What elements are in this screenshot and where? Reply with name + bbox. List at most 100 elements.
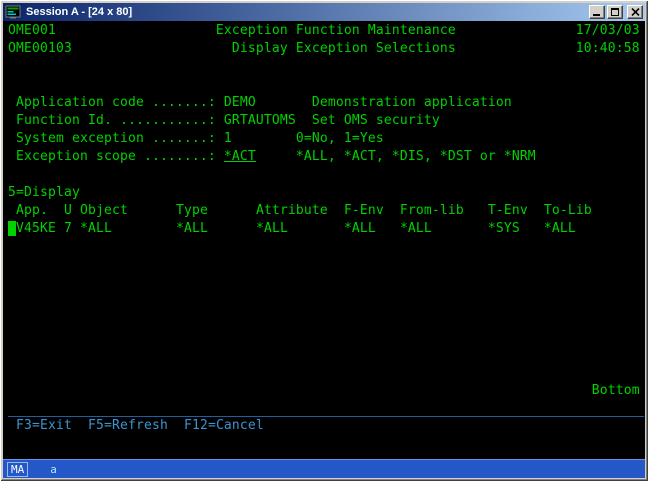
terminal-row-10: 5=Display [8, 184, 644, 202]
titlebar[interactable]: Session A - [24 x 80] [3, 3, 645, 21]
col-header-f-env: F-Env [343, 203, 384, 218]
terminal-row-19 [8, 346, 644, 364]
options-legend: 5=Display [8, 185, 80, 200]
terminal-row-3 [8, 58, 644, 76]
minimize-icon [593, 14, 600, 16]
terminal-row-7: System exception .......: 1 0=No, 1=Yes [8, 130, 644, 148]
terminal-gap [288, 221, 344, 236]
terminal-row-21: Bottom [8, 382, 644, 400]
terminal-row-18 [8, 328, 644, 346]
terminal-gap [56, 23, 216, 38]
value-system-exception: 1 [223, 131, 232, 146]
terminal-row-12: V45KE 7 *ALL *ALL *ALL *ALL *ALL *SYS *A… [8, 220, 644, 238]
terminal-gap [216, 95, 224, 110]
terminal-gap [48, 203, 64, 218]
terminal-gap [384, 203, 400, 218]
maximize-button[interactable] [607, 5, 623, 19]
terminal-row-24 [8, 435, 644, 453]
terminal-gap [376, 221, 400, 236]
system-available-indicator: MA [7, 461, 29, 477]
fkey-f5-refresh[interactable]: F5=Refresh [87, 418, 168, 433]
terminal-row-4 [8, 76, 644, 94]
label-application-code: Application code .......: [16, 95, 216, 110]
terminal-row-9 [8, 166, 644, 184]
terminal-gap [216, 113, 224, 128]
desc-exception-scope: *ALL, *ACT, *DIS, *DST or *NRM [295, 149, 536, 164]
terminal-row-14 [8, 256, 644, 274]
terminal-gap [520, 221, 544, 236]
terminal-gap [528, 203, 544, 218]
terminal-screen[interactable]: OME001 Exception Function Maintenance 17… [8, 22, 644, 453]
minimize-button[interactable] [589, 5, 605, 19]
keyboard-shift-indicator: a [50, 462, 57, 476]
terminal-row-15 [8, 274, 644, 292]
cell-to-lib: *ALL [543, 221, 576, 236]
session-icon[interactable] [5, 4, 21, 20]
terminal-gap [8, 383, 592, 398]
terminal-gap [72, 418, 88, 433]
label-exception-scope: Exception scope ........: [16, 149, 216, 164]
terminal-gap [168, 418, 184, 433]
terminal-gap [8, 113, 16, 128]
terminal-gap [208, 221, 256, 236]
terminal-gap [216, 131, 224, 146]
col-header-app: App. [16, 203, 48, 218]
col-header-u: U [64, 203, 72, 218]
terminal-row-13 [8, 238, 644, 256]
cell-type: *ALL [175, 221, 208, 236]
fkey-f3-exit[interactable]: F3=Exit [16, 418, 72, 433]
cell-t-env: *SYS [487, 221, 520, 236]
terminal-gap [256, 95, 312, 110]
col-header-t-env: T-Env [487, 203, 528, 218]
col-header-type: Type [175, 203, 208, 218]
screen-subtitle: Display Exception Selections [231, 41, 456, 56]
terminal-area: OME001 Exception Function Maintenance 17… [3, 21, 645, 478]
terminal-row-20 [8, 364, 644, 382]
col-header-to-lib: To-Lib [543, 203, 592, 218]
terminal-gap [456, 41, 576, 56]
separator-line [8, 400, 644, 417]
value-function-id: GRTAUTOMS [223, 113, 296, 128]
cell-u: 7 [63, 221, 72, 236]
terminal-gap [432, 221, 488, 236]
screen-title: Exception Function Maintenance [215, 23, 456, 38]
terminal-gap [328, 203, 344, 218]
terminal-row-8: Exception scope ........: *ACT *ALL, *AC… [8, 148, 644, 166]
maximize-icon [611, 8, 619, 16]
terminal-gap [464, 203, 488, 218]
cell-object: *ALL [79, 221, 112, 236]
terminal-gap [8, 149, 16, 164]
terminal-row-23: F3=Exit F5=Refresh F12=Cancel [8, 417, 644, 435]
close-button[interactable] [627, 5, 643, 19]
terminal-gap [256, 149, 296, 164]
panel-id: OME00103 [8, 41, 72, 56]
col-header-from-lib: From-lib [399, 203, 464, 218]
terminal-gap [8, 203, 16, 218]
cell-from-lib: *ALL [399, 221, 432, 236]
input-exception-scope[interactable]: *ACT [223, 149, 256, 164]
terminal-gap [56, 221, 64, 236]
terminal-row-11: App. U Object Type Attribute F-Env From-… [8, 202, 644, 220]
terminal-gap [216, 149, 224, 164]
terminal-row-5: Application code .......: DEMO Demonstra… [8, 94, 644, 112]
cell-app: V45KE [16, 221, 56, 236]
terminal-row-6: Function Id. ...........: GRTAUTOMS Set … [8, 112, 644, 130]
fkey-f12-cancel[interactable]: F12=Cancel [183, 418, 264, 433]
terminal-gap [72, 41, 232, 56]
session-date: 17/03/03 [575, 23, 640, 38]
desc-system-exception: 0=No, 1=Yes [295, 131, 384, 146]
desc-function-id: Set OMS security [311, 113, 440, 128]
terminal-gap [296, 113, 312, 128]
terminal-gap [72, 203, 80, 218]
window-title: Session A - [24 x 80] [26, 6, 133, 18]
desc-application-code: Demonstration application [311, 95, 512, 110]
terminal-gap [128, 203, 176, 218]
close-icon [630, 8, 640, 16]
terminal-gap [456, 23, 576, 38]
cursor-option-field[interactable] [8, 221, 16, 236]
label-function-id: Function Id. ...........: [16, 113, 216, 128]
bottom-indicator: Bottom [591, 383, 640, 398]
terminal-row-17 [8, 310, 644, 328]
col-header-object: Object [80, 203, 128, 218]
col-header-attribute: Attribute [255, 203, 328, 218]
